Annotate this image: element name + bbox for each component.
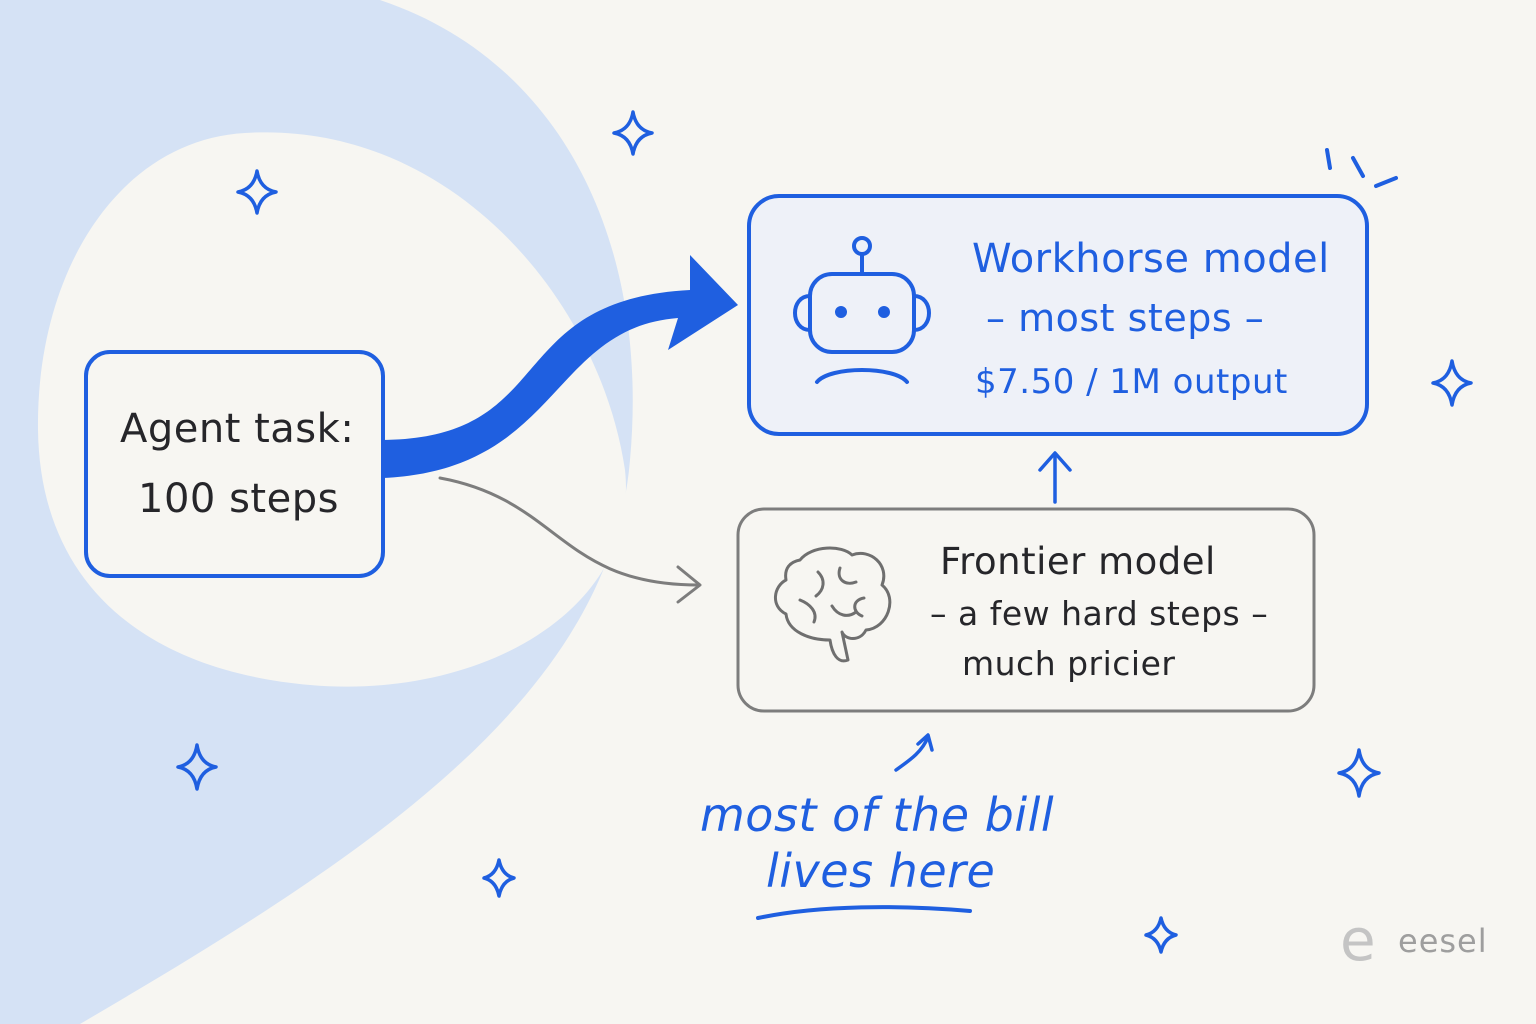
sparkle-icon [1431,359,1473,407]
workhorse-route-arrow [380,255,738,478]
sparkle-icon [176,743,218,791]
sparkle-icon [1144,916,1178,954]
logo-mark: e [1340,906,1377,974]
escalation-arrow [1038,451,1072,504]
sparkle-icon [1337,748,1381,798]
agent-task-box [84,350,385,578]
agent-task-steps: 100 steps [138,476,339,522]
frontier-subtitle: – a few hard steps – [930,594,1269,633]
annotation-underline [756,905,972,920]
frontier-note: much pricier [962,644,1176,683]
frontier-route-arrowhead [676,565,702,604]
annotation-line2: lives here [766,844,996,898]
frontier-box [736,507,1316,713]
robot-icon [793,236,931,384]
brain-icon [774,546,892,663]
annotation-pointer [894,733,934,772]
frontier-route-arrow [438,476,700,587]
workhorse-subtitle: – most steps – [986,296,1265,340]
frontier-title: Frontier model [940,540,1216,583]
workhorse-box [747,194,1369,436]
workhorse-title: Workhorse model [972,236,1330,282]
emphasis-marks [1325,148,1398,188]
annotation-line1: most of the bill [700,788,1055,842]
agent-task-label: Agent task: [120,406,355,452]
sparkle-icon [236,169,278,215]
brand-name: eesel [1398,922,1488,960]
workhorse-price: $7.50 / 1M output [975,362,1288,402]
sparkle-icon [482,858,516,898]
sparkle-icon [612,110,654,156]
